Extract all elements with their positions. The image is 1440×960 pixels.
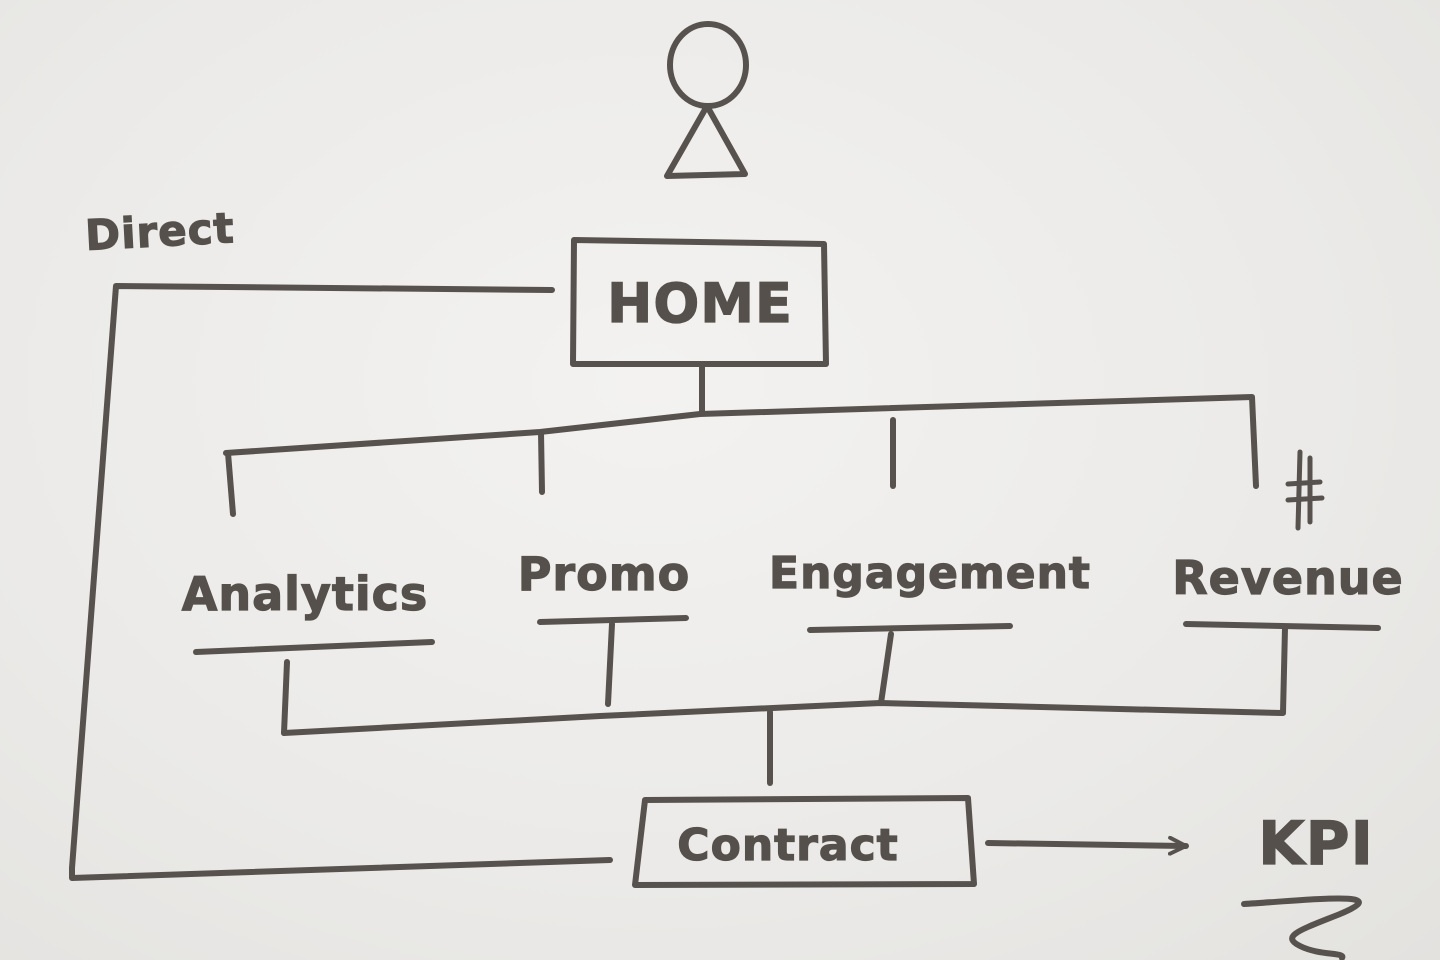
promo-drop: [538, 429, 545, 495]
analytics-label: Analytics: [182, 567, 429, 621]
promo-underline: [537, 615, 689, 625]
kpi-label: KPI: [1258, 809, 1374, 879]
direct-label: Direct: [84, 203, 236, 260]
engagement-underline: [807, 623, 1013, 633]
engagement-stem: [878, 631, 894, 706]
home-label: HOME: [607, 272, 793, 335]
revenue-underline: [1183, 621, 1381, 631]
contract-bus: [281, 700, 1285, 736]
kpi-arrow: [985, 835, 1189, 856]
contract-label: Contract: [677, 820, 898, 871]
revenue-hash-mark: [1285, 449, 1325, 531]
home-box: [570, 237, 829, 367]
revenue-label: Revenue: [1172, 551, 1404, 605]
revenue-stem: [1280, 625, 1288, 716]
category-bus: [223, 394, 1259, 489]
analytics-drop: [225, 450, 236, 517]
contract-box: [632, 795, 977, 888]
analytics-stem: [281, 659, 290, 736]
promo-label: Promo: [518, 547, 691, 601]
engagement-label: Engagement: [769, 548, 1091, 599]
stick-figure-icon: [664, 21, 749, 179]
kpi-squiggle: [1241, 895, 1362, 960]
direct-line: [69, 283, 613, 881]
promo-stem: [605, 621, 615, 707]
analytics-underline: [193, 639, 435, 655]
